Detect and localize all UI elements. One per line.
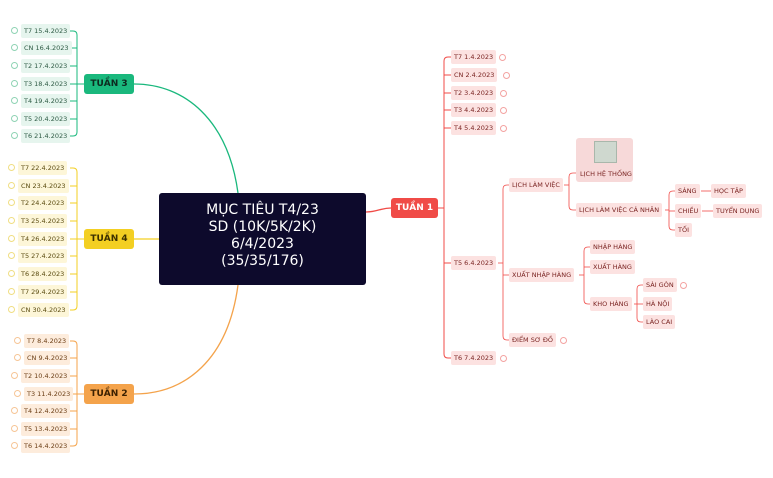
week3-day-1[interactable]: T7 15.4.2023 <box>21 24 71 38</box>
week3-day-6[interactable]: T5 20.4.2023 <box>21 112 71 126</box>
connector-week3 <box>133 83 239 194</box>
xuat-hang-node[interactable]: XUẤT HÀNG <box>590 260 635 274</box>
note-badge-icon[interactable] <box>11 62 18 69</box>
calendar-thumbnail-icon <box>594 141 617 163</box>
note-badge-icon[interactable] <box>499 54 506 61</box>
connector-week1 <box>365 207 392 213</box>
week4-day-6[interactable]: T5 27.4.2023 <box>18 249 68 263</box>
note-badge-icon[interactable] <box>680 282 687 289</box>
week3-day-2[interactable]: CN 16.4.2023 <box>21 41 72 55</box>
note-badge-icon[interactable] <box>500 125 507 132</box>
week4-day-5[interactable]: T4 26.4.2023 <box>18 232 68 246</box>
note-badge-icon[interactable] <box>11 132 18 139</box>
week4-day-1[interactable]: T7 22.4.2023 <box>18 161 68 175</box>
note-badge-icon[interactable] <box>14 390 21 397</box>
week3-day-7[interactable]: T6 21.4.2023 <box>21 129 71 143</box>
note-badge-icon[interactable] <box>8 235 15 242</box>
note-badge-icon[interactable] <box>8 306 15 313</box>
week2-day-5[interactable]: T4 12.4.2023 <box>21 404 71 418</box>
week2-day-7[interactable]: T6 14.4.2023 <box>21 439 71 453</box>
week1-day-3[interactable]: T2 3.4.2023 <box>451 86 497 100</box>
nhap-hang-node[interactable]: NHẬP HÀNG <box>590 240 636 254</box>
week3-day-4[interactable]: T3 18.4.2023 <box>21 77 71 91</box>
note-badge-icon[interactable] <box>14 337 21 344</box>
t5-branch-connectors <box>498 172 713 341</box>
hoc-tap-node[interactable]: HỌC TẬP <box>711 184 746 198</box>
week1-node[interactable]: TUẦN 1 <box>391 198 438 218</box>
week4-day-3[interactable]: T2 24.4.2023 <box>18 196 68 210</box>
note-badge-icon[interactable] <box>500 355 507 362</box>
note-badge-icon[interactable] <box>11 442 18 449</box>
week2-day-6[interactable]: T5 13.4.2023 <box>21 422 71 436</box>
note-badge-icon[interactable] <box>8 252 15 259</box>
week1-day-7[interactable]: T6 7.4.2023 <box>451 351 497 365</box>
note-badge-icon[interactable] <box>8 288 15 295</box>
week3-day-3[interactable]: T2 17.4.2023 <box>21 59 71 73</box>
note-badge-icon[interactable] <box>11 407 18 414</box>
week4-bracket <box>70 167 84 311</box>
note-badge-icon[interactable] <box>8 164 15 171</box>
central-line-4: (35/35/176) <box>221 253 304 269</box>
note-badge-icon[interactable] <box>503 72 510 79</box>
week2-day-4[interactable]: T3 11.4.2023 <box>24 387 74 401</box>
sai-gon-node[interactable]: SÀI GÒN <box>643 278 677 292</box>
week4-day-2[interactable]: CN 23.4.2023 <box>18 179 69 193</box>
diem-so-do-node[interactable]: ĐIỂM SƠ ĐỒ <box>509 333 557 347</box>
note-badge-icon[interactable] <box>560 337 567 344</box>
week1-day-5[interactable]: T4 5.4.2023 <box>451 121 497 135</box>
week1-day-1[interactable]: T7 1.4.2023 <box>451 50 497 64</box>
note-badge-icon[interactable] <box>8 182 15 189</box>
tuyen-dung-node[interactable]: TUYỂN DỤNG <box>713 204 763 218</box>
lao-cai-node[interactable]: LÀO CAI <box>643 315 676 329</box>
week4-day-7[interactable]: T6 28.4.2023 <box>18 267 68 281</box>
central-line-1: MỤC TIÊU T4/23 <box>206 202 319 218</box>
week1-day-4[interactable]: T3 4.4.2023 <box>451 103 497 117</box>
week3-bracket <box>70 30 84 137</box>
kho-hang-node[interactable]: KHO HÀNG <box>590 297 632 311</box>
week1-day-6[interactable]: T5 6.4.2023 <box>451 256 497 270</box>
note-badge-icon[interactable] <box>11 44 18 51</box>
central-topic[interactable]: MỤC TIÊU T4/23 SD (10K/5K/2K) 6/4/2023 (… <box>159 193 366 285</box>
week2-node[interactable]: TUẦN 2 <box>84 384 134 404</box>
chieu-node[interactable]: CHIỀU <box>675 204 702 218</box>
week1-bracket <box>438 56 451 359</box>
note-badge-icon[interactable] <box>11 372 18 379</box>
note-badge-icon[interactable] <box>11 80 18 87</box>
week2-day-1[interactable]: T7 8.4.2023 <box>24 334 70 348</box>
note-badge-icon[interactable] <box>8 199 15 206</box>
connector-week2 <box>133 284 239 395</box>
week4-day-4[interactable]: T3 25.4.2023 <box>18 214 68 228</box>
week3-node[interactable]: TUẦN 3 <box>84 74 134 94</box>
xuat-nhap-hang-node[interactable]: XUẤT NHẬP HÀNG <box>509 268 575 282</box>
note-badge-icon[interactable] <box>14 354 21 361</box>
note-badge-icon[interactable] <box>8 270 15 277</box>
note-badge-icon[interactable] <box>11 115 18 122</box>
note-badge-icon[interactable] <box>11 97 18 104</box>
note-badge-icon[interactable] <box>11 425 18 432</box>
lich-lam-viec-node[interactable]: LỊCH LÀM VIỆC <box>509 178 563 192</box>
central-line-3: 6/4/2023 <box>231 236 294 252</box>
week2-bracket <box>70 340 84 447</box>
week3-day-5[interactable]: T4 19.4.2023 <box>21 94 71 108</box>
note-badge-icon[interactable] <box>500 107 507 114</box>
week4-node[interactable]: TUẦN 4 <box>84 229 134 249</box>
note-badge-icon[interactable] <box>11 27 18 34</box>
week2-day-3[interactable]: T2 10.4.2023 <box>21 369 71 383</box>
note-badge-icon[interactable] <box>8 217 15 224</box>
week1-day-2[interactable]: CN 2.4.2023 <box>451 68 498 82</box>
note-badge-icon[interactable] <box>500 90 507 97</box>
lich-he-thong-label: LỊCH HỆ THỐNG <box>580 170 632 178</box>
lich-ca-nhan-node[interactable]: LỊCH LÀM VIỆC CÁ NHÂN <box>576 203 663 217</box>
week2-day-2[interactable]: CN 9.4.2023 <box>24 351 71 365</box>
week4-day-8[interactable]: T7 29.4.2023 <box>18 285 68 299</box>
toi-node[interactable]: TỐI <box>675 223 693 237</box>
central-line-2: SD (10K/5K/2K) <box>208 219 317 235</box>
week4-day-9[interactable]: CN 30.4.2023 <box>18 303 69 317</box>
ha-noi-node[interactable]: HÀ NỘI <box>643 297 673 311</box>
sang-node[interactable]: SÁNG <box>675 184 700 198</box>
